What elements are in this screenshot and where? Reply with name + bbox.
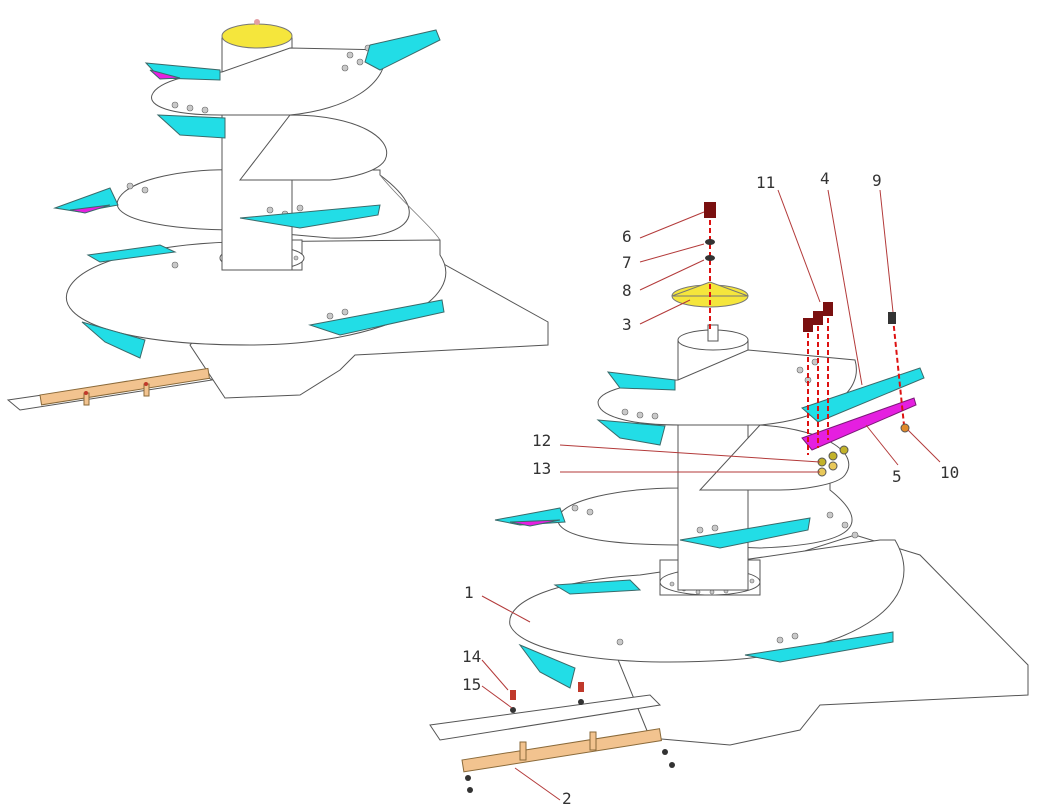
callout-labels: 6 7 8 3 11 4 9 10 5 12 13 1 14 15 2 bbox=[462, 169, 959, 807]
callout-13: 13 bbox=[532, 459, 551, 478]
callout-9: 9 bbox=[872, 171, 882, 190]
nut-10 bbox=[900, 423, 910, 433]
skid-frame-right bbox=[429, 682, 675, 793]
leader-lines bbox=[481, 189, 941, 801]
nuts-washers bbox=[817, 445, 849, 477]
bolt-11c bbox=[823, 302, 833, 316]
frame-bar-exploded bbox=[461, 728, 662, 773]
knife-exploded bbox=[801, 367, 925, 423]
callout-15: 15 bbox=[462, 675, 481, 694]
callout-3: 3 bbox=[622, 315, 632, 334]
skid-frame-left bbox=[6, 367, 214, 411]
callout-6: 6 bbox=[622, 227, 632, 246]
bolt-14 bbox=[510, 690, 516, 700]
assembled-auger bbox=[6, 19, 549, 411]
callout-1: 1 bbox=[464, 583, 474, 602]
top-cap bbox=[221, 23, 293, 49]
frame-bar bbox=[39, 367, 211, 406]
plate-holes-exploded bbox=[571, 358, 859, 646]
callout-10: 10 bbox=[940, 463, 959, 482]
callout-12: 12 bbox=[532, 431, 551, 450]
lower-flight-exploded bbox=[509, 539, 905, 663]
bolt-9 bbox=[888, 312, 896, 324]
callout-4: 4 bbox=[820, 169, 830, 188]
bolt-icon bbox=[704, 202, 716, 218]
nut-8 bbox=[705, 255, 715, 261]
bolt-11a bbox=[803, 318, 813, 332]
bolt-11b bbox=[813, 311, 823, 325]
knife-blades-right bbox=[494, 371, 894, 689]
callout-11: 11 bbox=[756, 173, 775, 192]
callout-8: 8 bbox=[622, 281, 632, 300]
callout-14: 14 bbox=[462, 647, 481, 666]
callout-2: 2 bbox=[562, 789, 572, 807]
exploded-auger bbox=[429, 202, 1029, 793]
callout-7: 7 bbox=[622, 253, 632, 272]
washer-7 bbox=[705, 239, 715, 245]
callout-5: 5 bbox=[892, 467, 902, 486]
washer-15 bbox=[510, 707, 516, 713]
knife-blades-left bbox=[53, 29, 445, 359]
